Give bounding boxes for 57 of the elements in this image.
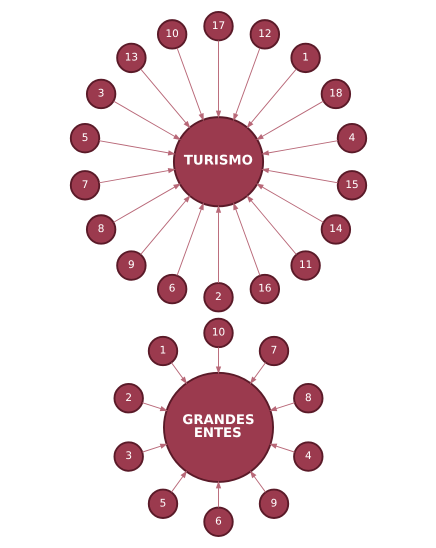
- node-circle: 3: [85, 78, 116, 110]
- node-circle: 8: [85, 214, 116, 245]
- arrow: [232, 202, 260, 276]
- arrow: [268, 444, 295, 453]
- node-circle: 2: [202, 282, 234, 312]
- arrow: [140, 68, 190, 128]
- node-circle: 9: [116, 250, 146, 281]
- arrow: [260, 140, 338, 156]
- arrow: [112, 100, 181, 140]
- arrow: [268, 402, 295, 412]
- node-circle: 10: [202, 318, 234, 348]
- arrow: [176, 48, 204, 122]
- arrow: [141, 402, 168, 412]
- node-circle: 5: [69, 123, 100, 154]
- arrow: [112, 183, 181, 223]
- arrow: [249, 470, 266, 493]
- arrow: [176, 202, 204, 276]
- arrow: [255, 100, 324, 140]
- arrow: [215, 346, 221, 374]
- node-circle: 7: [69, 170, 100, 200]
- node-circle: 1: [147, 336, 178, 366]
- arrow: [170, 470, 187, 493]
- arrow: [141, 444, 168, 453]
- node-circle: 9: [258, 488, 289, 519]
- arrow: [255, 183, 324, 223]
- arrow: [170, 362, 187, 384]
- node-circle: 5: [147, 488, 178, 519]
- node-circle: 18: [320, 78, 351, 110]
- arrow: [215, 205, 221, 284]
- arrow: [98, 168, 176, 184]
- arrow: [215, 40, 221, 118]
- node-circle: 4: [292, 441, 323, 472]
- node-circle: 8: [292, 383, 323, 414]
- arrow: [98, 140, 176, 156]
- node-circle: 11: [290, 250, 320, 281]
- arrow: [246, 195, 296, 255]
- node-circle: 13: [116, 42, 146, 74]
- node-circle: 14: [320, 214, 351, 245]
- arrow: [249, 362, 266, 384]
- node-circle: 3: [113, 441, 144, 472]
- node-circle: GRANDES ENTES: [162, 372, 274, 483]
- arrow: [140, 195, 190, 255]
- node-circle: 17: [202, 11, 234, 42]
- node-circle: 12: [249, 19, 280, 50]
- arrow: [232, 48, 260, 122]
- arrow: [246, 68, 296, 128]
- node-circle: 6: [156, 274, 187, 304]
- arrow: [215, 480, 221, 508]
- node-circle: 4: [336, 123, 367, 154]
- node-circle: 7: [258, 336, 289, 366]
- node-circle: 2: [113, 383, 144, 414]
- node-circle: 1: [290, 42, 320, 74]
- arrow: [260, 168, 338, 184]
- node-circle: 16: [249, 274, 280, 304]
- node-circle: 15: [336, 170, 367, 200]
- node-circle: 10: [156, 19, 187, 50]
- node-circle: 6: [202, 506, 234, 537]
